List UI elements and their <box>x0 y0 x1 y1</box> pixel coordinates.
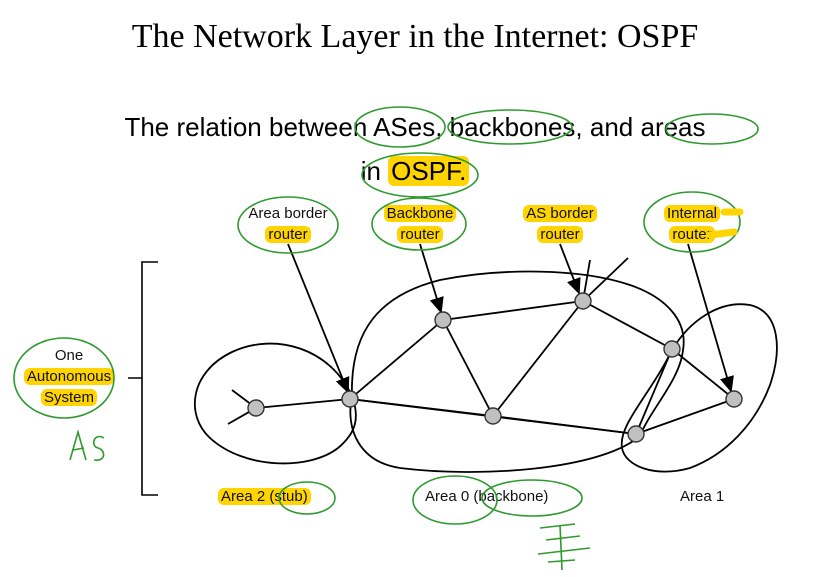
router-node <box>434 311 452 329</box>
router-node <box>574 292 592 310</box>
label-backbone-router: Backbone router <box>370 203 470 245</box>
subtitle-line-1: The relation between ASes, backbones, an… <box>124 112 706 142</box>
label-line: System <box>14 387 124 408</box>
router-node <box>627 425 645 443</box>
label-line: One <box>54 347 84 364</box>
subtitle-line-2: in OSPF. <box>0 156 830 187</box>
label-highlight: router <box>669 226 715 243</box>
label-line: Internal <box>644 203 740 224</box>
router-node <box>484 407 502 425</box>
label-line: AS border <box>508 203 612 224</box>
label-as-border-router: AS border router <box>508 203 612 245</box>
yellow-highlights <box>706 208 744 239</box>
subtitle-prefix: in <box>360 156 389 186</box>
label-highlight: Autonomous <box>23 368 115 385</box>
label-line: router <box>370 224 470 245</box>
router-node <box>247 399 265 417</box>
area-2-boundary <box>193 342 357 465</box>
area-1-boundary <box>620 303 778 473</box>
label-line: router <box>236 224 340 245</box>
as-bracket <box>128 261 158 496</box>
router-node <box>725 390 743 408</box>
label-line: Autonomous <box>14 366 124 387</box>
green-annotations <box>13 106 759 571</box>
label-line: Area border <box>248 205 328 222</box>
label-highlight: Backbone <box>383 205 457 222</box>
label-highlight: router <box>397 226 443 243</box>
label-area-border-router: Area border router <box>236 203 340 245</box>
label-line: Backbone <box>370 203 470 224</box>
label-highlight: Internal <box>663 205 721 222</box>
label-highlight: System <box>40 389 97 406</box>
label-line: router <box>508 224 612 245</box>
area-0-boundary <box>349 270 685 473</box>
label-line: router <box>644 224 740 245</box>
label-area-1: Area 1 <box>680 488 725 505</box>
label-highlight: router <box>265 226 311 243</box>
label-area-0: Area 0 (backbone) <box>425 488 549 505</box>
label-internal-router: Internal router <box>644 203 740 245</box>
label-area-2: Area 2 (stub) <box>218 486 338 507</box>
slide-title: The Network Layer in the Internet: OSPF <box>131 18 699 55</box>
pointer-arrows <box>287 243 734 394</box>
label-one-autonomous-system: One Autonomous System <box>14 345 124 408</box>
router-node <box>663 340 681 358</box>
label-area-2-text: Area 2 (stub) <box>218 488 311 505</box>
router-node <box>341 390 359 408</box>
routers <box>247 292 743 443</box>
subtitle-highlight-ospf: OSPF. <box>388 156 470 186</box>
label-highlight: AS border <box>523 205 597 222</box>
label-highlight: router <box>537 226 583 243</box>
